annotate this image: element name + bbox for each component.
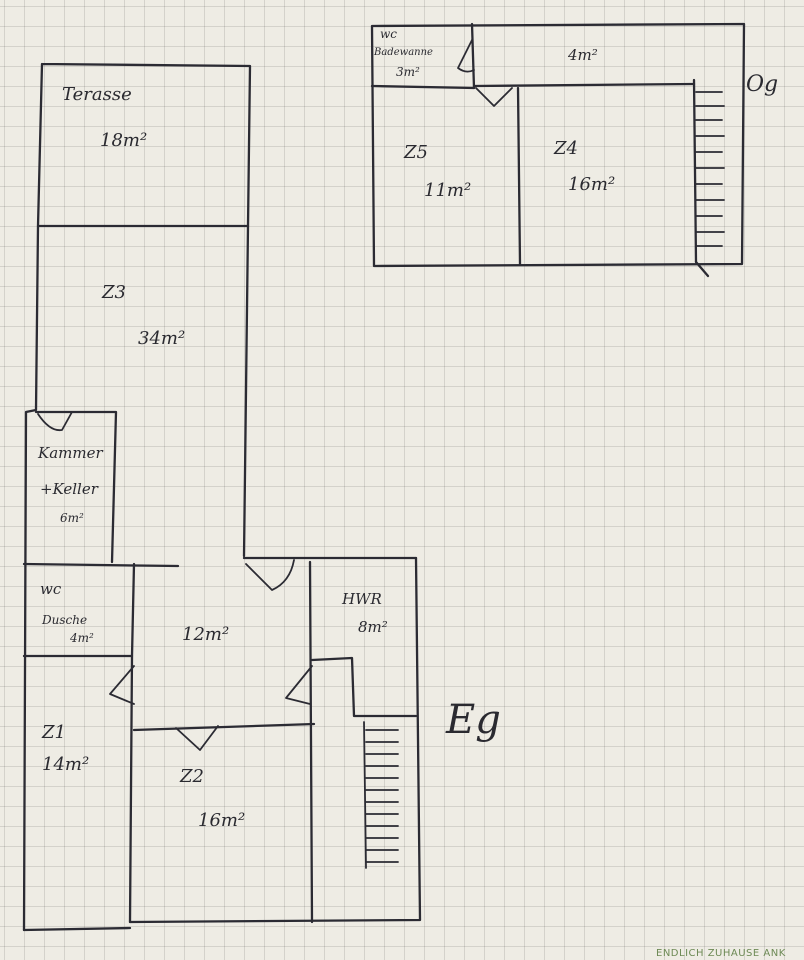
eg-hwr-area: 8m² (358, 618, 388, 636)
eg-z2 (128, 556, 422, 924)
eg-wc-detail: Dusche (42, 613, 88, 627)
og-staircase (695, 91, 725, 247)
eg-door-swings (37, 411, 313, 751)
eg-z2-door (175, 725, 219, 751)
og-z5-area: 11m² (424, 180, 472, 201)
og-corridor-area: 4m² (568, 46, 598, 64)
eg-kammer (34, 410, 118, 564)
eg-left-wall (22, 224, 40, 932)
eg-wc-name: wc (40, 580, 62, 598)
eg-z1-door (109, 665, 135, 705)
eg-z3-right-wall (242, 224, 250, 558)
og-wc-door (457, 39, 475, 73)
eg-staircase (363, 721, 399, 869)
eg-kammer-detail: +Keller (40, 480, 98, 498)
eg-z3-door (245, 559, 295, 591)
og-wc-detail: Badewanne (374, 47, 433, 58)
eg-floor-walls (22, 62, 422, 932)
eg-terrace-area: 18m² (100, 130, 148, 151)
og-wall-wc-right (470, 22, 476, 90)
eg-z2-area: 16m² (198, 810, 246, 831)
eg-hwr-name: HWR (342, 590, 382, 608)
og-door-swings (457, 39, 513, 107)
og-stair-wall (692, 78, 698, 264)
eg-wall-z1-z2 (128, 654, 134, 924)
og-wc-name: wc (380, 27, 397, 41)
og-z5-door (475, 87, 513, 107)
notebook-footer-text: ENDLICH ZUHAUSE ANK (656, 948, 786, 959)
eg-z2-name: Z2 (180, 766, 204, 787)
eg-z1-area: 14m² (42, 754, 90, 775)
eg-corridor-area: 12m² (182, 624, 230, 645)
og-floor-walls (370, 22, 746, 278)
eg-z3-area: 34m² (138, 328, 186, 349)
og-stair-extension (694, 260, 710, 278)
eg-kammer-area: 6m² (60, 511, 84, 525)
og-wall-wc-bottom (370, 84, 476, 90)
floor-label-eg: Eg (446, 697, 501, 743)
og-z4-area: 16m² (568, 174, 616, 195)
floor-label-og: Og (746, 72, 779, 97)
eg-hwr-left (308, 560, 314, 924)
eg-kammer-door (37, 411, 73, 432)
og-wc-area: 3m² (396, 65, 420, 79)
eg-corridor-bottom (132, 722, 316, 732)
eg-z3-name: Z3 (102, 282, 126, 303)
og-outline (370, 22, 746, 268)
eg-kammer-name: Kammer (38, 444, 103, 462)
og-wall-corridor (472, 82, 696, 88)
og-z5-name: Z5 (404, 142, 428, 163)
eg-wc-area: 4m² (70, 631, 94, 645)
og-z4-name: Z4 (554, 138, 578, 159)
eg-stair-wall (310, 656, 418, 718)
eg-bottom-wall (22, 926, 132, 932)
eg-kammer-bottom (22, 562, 180, 568)
eg-hwr-door (285, 665, 313, 705)
eg-z1-name: Z1 (42, 722, 66, 743)
eg-terrace-name: Terasse (62, 84, 132, 105)
og-wall-z5-z4 (516, 86, 522, 266)
